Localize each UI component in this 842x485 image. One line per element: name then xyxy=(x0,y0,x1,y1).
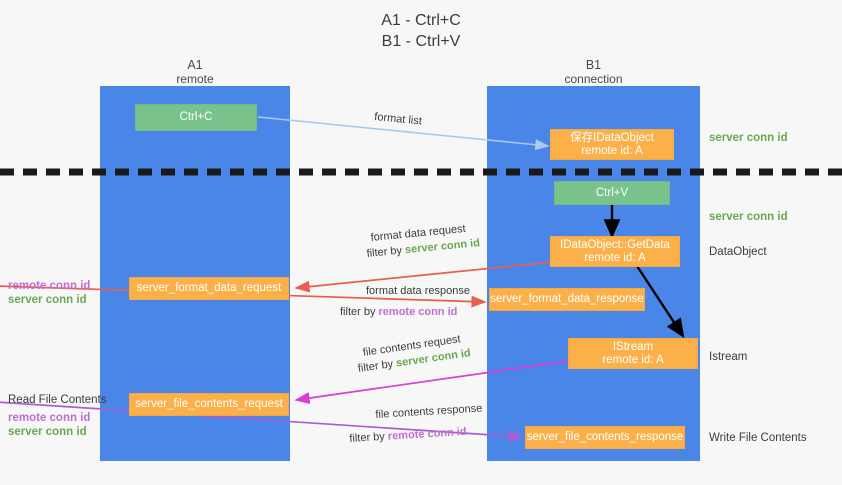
node-ctrl-c[interactable]: Ctrl+C xyxy=(135,104,257,131)
annotation-write-file-contents: Write File Contents xyxy=(709,432,807,444)
annotation-istream: Istream xyxy=(709,351,748,363)
node-ctrl-v-line1: Ctrl+V xyxy=(595,186,629,199)
filter-prefix-2: filter by xyxy=(340,306,379,318)
filter-prefix-3: filter by xyxy=(357,357,397,375)
edge-label-file-contents-response-filter: filter by remote conn id xyxy=(349,425,467,446)
lane-header-a1-name: A1 xyxy=(187,58,203,72)
node-save-idataobject-line2: remote id: A xyxy=(581,144,643,157)
node-save-idataobject[interactable]: 保存IDataObject remote id: A xyxy=(550,129,674,160)
node-ctrl-c-line1: Ctrl+C xyxy=(179,111,213,123)
edge-label-format-list: format list xyxy=(373,110,423,128)
node-istream[interactable]: IStream remote id: A xyxy=(568,338,698,369)
filter-prefix-1: filter by xyxy=(366,244,406,260)
node-server-format-data-request-line1: server_format_data_request xyxy=(136,282,282,294)
annotation-left-server-conn-id-1: server conn id xyxy=(8,294,87,306)
lane-header-b1-name: B1 xyxy=(585,58,602,72)
lane-header-b1: B1 connection xyxy=(487,58,700,86)
node-server-file-contents-request-line1: server_file_contents_request xyxy=(135,398,283,410)
node-istream-line2: remote id: A xyxy=(602,353,664,366)
filter-prefix-4: filter by xyxy=(349,430,389,445)
node-server-format-data-response-line1: server_format_data_response xyxy=(490,293,644,305)
edge-label-format-data-response: format data response xyxy=(366,285,470,297)
node-server-format-data-request[interactable]: server_format_data_request xyxy=(129,277,289,300)
filter-highlight-2: remote conn id xyxy=(378,306,458,318)
page-title: A1 - Ctrl+C B1 - Ctrl+V xyxy=(0,10,842,52)
node-server-file-contents-response[interactable]: server_file_contents_response xyxy=(525,426,685,449)
node-istream-line1: IStream xyxy=(612,340,654,353)
annotation-read-file-contents: Read File Contents xyxy=(8,394,107,406)
node-idataobject-getdata-line2: remote id: A xyxy=(584,251,646,264)
node-server-file-contents-response-line1: server_file_contents_response xyxy=(526,431,684,443)
node-idataobject-getdata-line1: IDataObject::GetData xyxy=(560,238,670,251)
node-ctrl-v[interactable]: Ctrl+V xyxy=(554,181,670,205)
lane-header-a1: A1 remote xyxy=(100,58,290,86)
title-line-2: B1 - Ctrl+V xyxy=(381,33,461,50)
node-save-idataobject-line1: 保存IDataObject xyxy=(570,131,654,144)
annotation-server-conn-id-2: server conn id xyxy=(709,211,788,223)
edge-label-format-data-response-filter: filter by remote conn id xyxy=(340,305,457,319)
annotation-left-remote-conn-id-1: remote conn id xyxy=(8,280,91,292)
annotation-left-server-conn-id-2: server conn id xyxy=(8,426,87,438)
title-line-1: A1 - Ctrl+C xyxy=(381,12,461,29)
node-server-file-contents-request[interactable]: server_file_contents_request xyxy=(129,393,289,416)
node-idataobject-getdata[interactable]: IDataObject::GetData remote id: A xyxy=(550,236,680,267)
edge-label-file-contents-response: file contents response xyxy=(375,402,483,421)
annotation-left-remote-conn-id-2: remote conn id xyxy=(8,412,91,424)
annotation-dataobject: DataObject xyxy=(709,246,767,258)
lane-header-b1-subtitle: connection xyxy=(564,72,623,86)
node-server-format-data-response[interactable]: server_format_data_response xyxy=(489,288,645,311)
filter-highlight-4: remote conn id xyxy=(387,425,467,443)
annotation-server-conn-id-1: server conn id xyxy=(709,132,788,144)
lane-header-a1-subtitle: remote xyxy=(176,72,214,86)
